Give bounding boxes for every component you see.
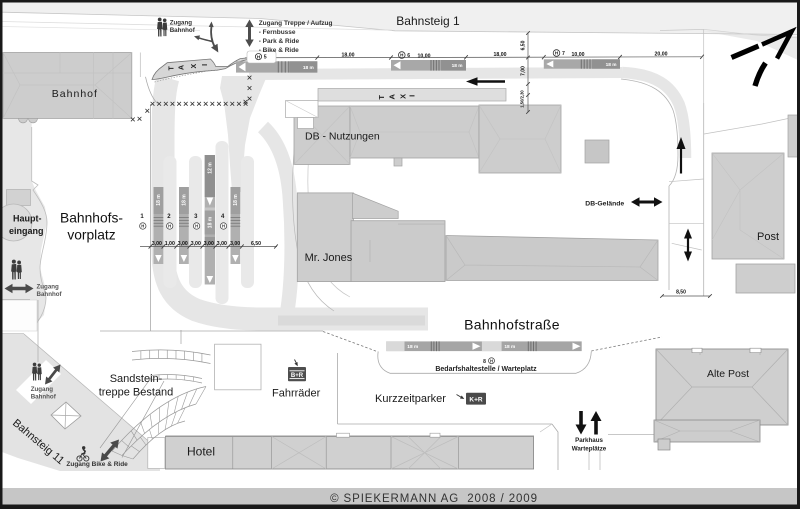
svg-text:B+R: B+R — [291, 373, 304, 379]
svg-text:18 m: 18 m — [182, 194, 188, 206]
svg-text:18 m: 18 m — [452, 63, 463, 69]
svg-text:18 m: 18 m — [303, 65, 314, 71]
svg-text:Bedarfshaltestelle / Warteplat: Bedarfshaltestelle / Warteplatz — [435, 366, 537, 373]
svg-text:10,00: 10,00 — [572, 52, 585, 58]
svg-text:Zugang: Zugang — [31, 386, 54, 393]
svg-text:I: I — [202, 64, 209, 66]
svg-text:T: T — [377, 95, 386, 100]
svg-text:8,50: 8,50 — [676, 290, 686, 296]
svg-text:1,00: 1,00 — [165, 241, 175, 247]
svg-text:H: H — [555, 51, 559, 56]
svg-text:Bahnsteig 1: Bahnsteig 1 — [396, 14, 460, 28]
svg-text:4: 4 — [221, 214, 225, 220]
svg-text:H: H — [257, 54, 261, 59]
svg-text:H: H — [141, 224, 144, 229]
svg-text:H: H — [195, 224, 198, 229]
svg-text:Fahrräder: Fahrräder — [272, 388, 321, 400]
svg-text:7: 7 — [562, 51, 565, 57]
svg-text:Sandstein-: Sandstein- — [110, 373, 163, 385]
svg-text:H: H — [400, 53, 404, 58]
svg-text:3: 3 — [194, 214, 198, 220]
svg-text:Hotel: Hotel — [187, 445, 215, 459]
svg-text:7,00: 7,00 — [521, 66, 527, 76]
svg-text:Haupt-: Haupt- — [13, 214, 42, 224]
svg-text:Bahnhof: Bahnhof — [170, 27, 196, 34]
svg-text:3,00: 3,00 — [204, 241, 214, 247]
svg-text:3,00: 3,00 — [178, 241, 188, 247]
svg-text:A: A — [179, 65, 186, 70]
svg-text:6,50: 6,50 — [521, 40, 527, 50]
svg-text:Bahnhof: Bahnhof — [52, 88, 98, 100]
svg-text:© SPIEKERMANN AG 2008 / 2009: © SPIEKERMANN AG 2008 / 2009 — [330, 493, 538, 505]
svg-text:18 m: 18 m — [504, 344, 515, 350]
svg-text:DB-Gelände: DB-Gelände — [585, 201, 624, 208]
svg-text:12 m: 12 m — [207, 162, 213, 174]
svg-text:H: H — [168, 224, 171, 229]
svg-text:Zugang: Zugang — [37, 283, 60, 290]
svg-text:vorplatz: vorplatz — [67, 228, 115, 243]
svg-text:H: H — [490, 358, 493, 363]
svg-text:Mr. Jones: Mr. Jones — [305, 252, 353, 264]
svg-text:Warteplätze: Warteplätze — [572, 446, 607, 453]
svg-text:A: A — [388, 94, 397, 100]
svg-text:Zugang: Zugang — [170, 20, 193, 27]
svg-text:3,00: 3,00 — [230, 241, 240, 247]
svg-text:T: T — [168, 65, 175, 70]
svg-text:Post: Post — [757, 231, 779, 243]
svg-text:X: X — [191, 63, 198, 68]
svg-text:eingang: eingang — [9, 226, 44, 236]
svg-text:3,00: 3,00 — [217, 241, 227, 247]
svg-text:DB - Nutzungen: DB - Nutzungen — [305, 131, 380, 143]
svg-text:Bahnhofstraße: Bahnhofstraße — [464, 316, 560, 332]
svg-text:10,00: 10,00 — [418, 54, 431, 60]
svg-text:- Park & Ride: - Park & Ride — [259, 38, 300, 45]
svg-text:18,00: 18,00 — [494, 52, 507, 58]
svg-text:- Fernbusse: - Fernbusse — [259, 29, 296, 36]
svg-text:H: H — [222, 224, 225, 229]
svg-text:1,50/2,30: 1,50/2,30 — [520, 90, 525, 108]
svg-text:Zugang Bike & Ride: Zugang Bike & Ride — [66, 461, 128, 468]
svg-text:- Bike & Ride: - Bike & Ride — [259, 47, 299, 54]
svg-text:X: X — [399, 94, 408, 99]
svg-text:Kurzzeitparker: Kurzzeitparker — [375, 393, 446, 405]
svg-text:18 m: 18 m — [606, 62, 617, 68]
svg-text:Bahnhof: Bahnhof — [37, 291, 63, 298]
svg-text:6,50: 6,50 — [251, 241, 261, 247]
svg-text:K+R: K+R — [469, 396, 482, 403]
svg-text:Bahnhof: Bahnhof — [31, 394, 57, 401]
svg-text:1: 1 — [140, 214, 144, 220]
svg-text:6: 6 — [407, 53, 410, 59]
svg-text:18 m: 18 m — [233, 194, 239, 206]
svg-text:5: 5 — [264, 55, 267, 61]
svg-text:18,00: 18,00 — [342, 52, 355, 58]
svg-text:8: 8 — [483, 359, 486, 365]
svg-text:Zugang Treppe / Aufzug: Zugang Treppe / Aufzug — [259, 20, 333, 27]
svg-text:3,00: 3,00 — [191, 241, 201, 247]
svg-text:18 m: 18 m — [407, 344, 418, 350]
svg-text:18 m: 18 m — [156, 194, 162, 206]
svg-text:20,00: 20,00 — [655, 52, 668, 58]
svg-text:3,00: 3,00 — [152, 241, 162, 247]
svg-text:Parkhaus: Parkhaus — [575, 437, 603, 444]
svg-text:I: I — [408, 95, 417, 97]
svg-text:Bahnhofs-: Bahnhofs- — [60, 211, 123, 226]
svg-text:Alte Post: Alte Post — [707, 368, 749, 380]
svg-text:treppe Bestand: treppe Bestand — [99, 387, 174, 399]
svg-text:2: 2 — [167, 214, 171, 220]
svg-text:18 m: 18 m — [207, 216, 213, 228]
